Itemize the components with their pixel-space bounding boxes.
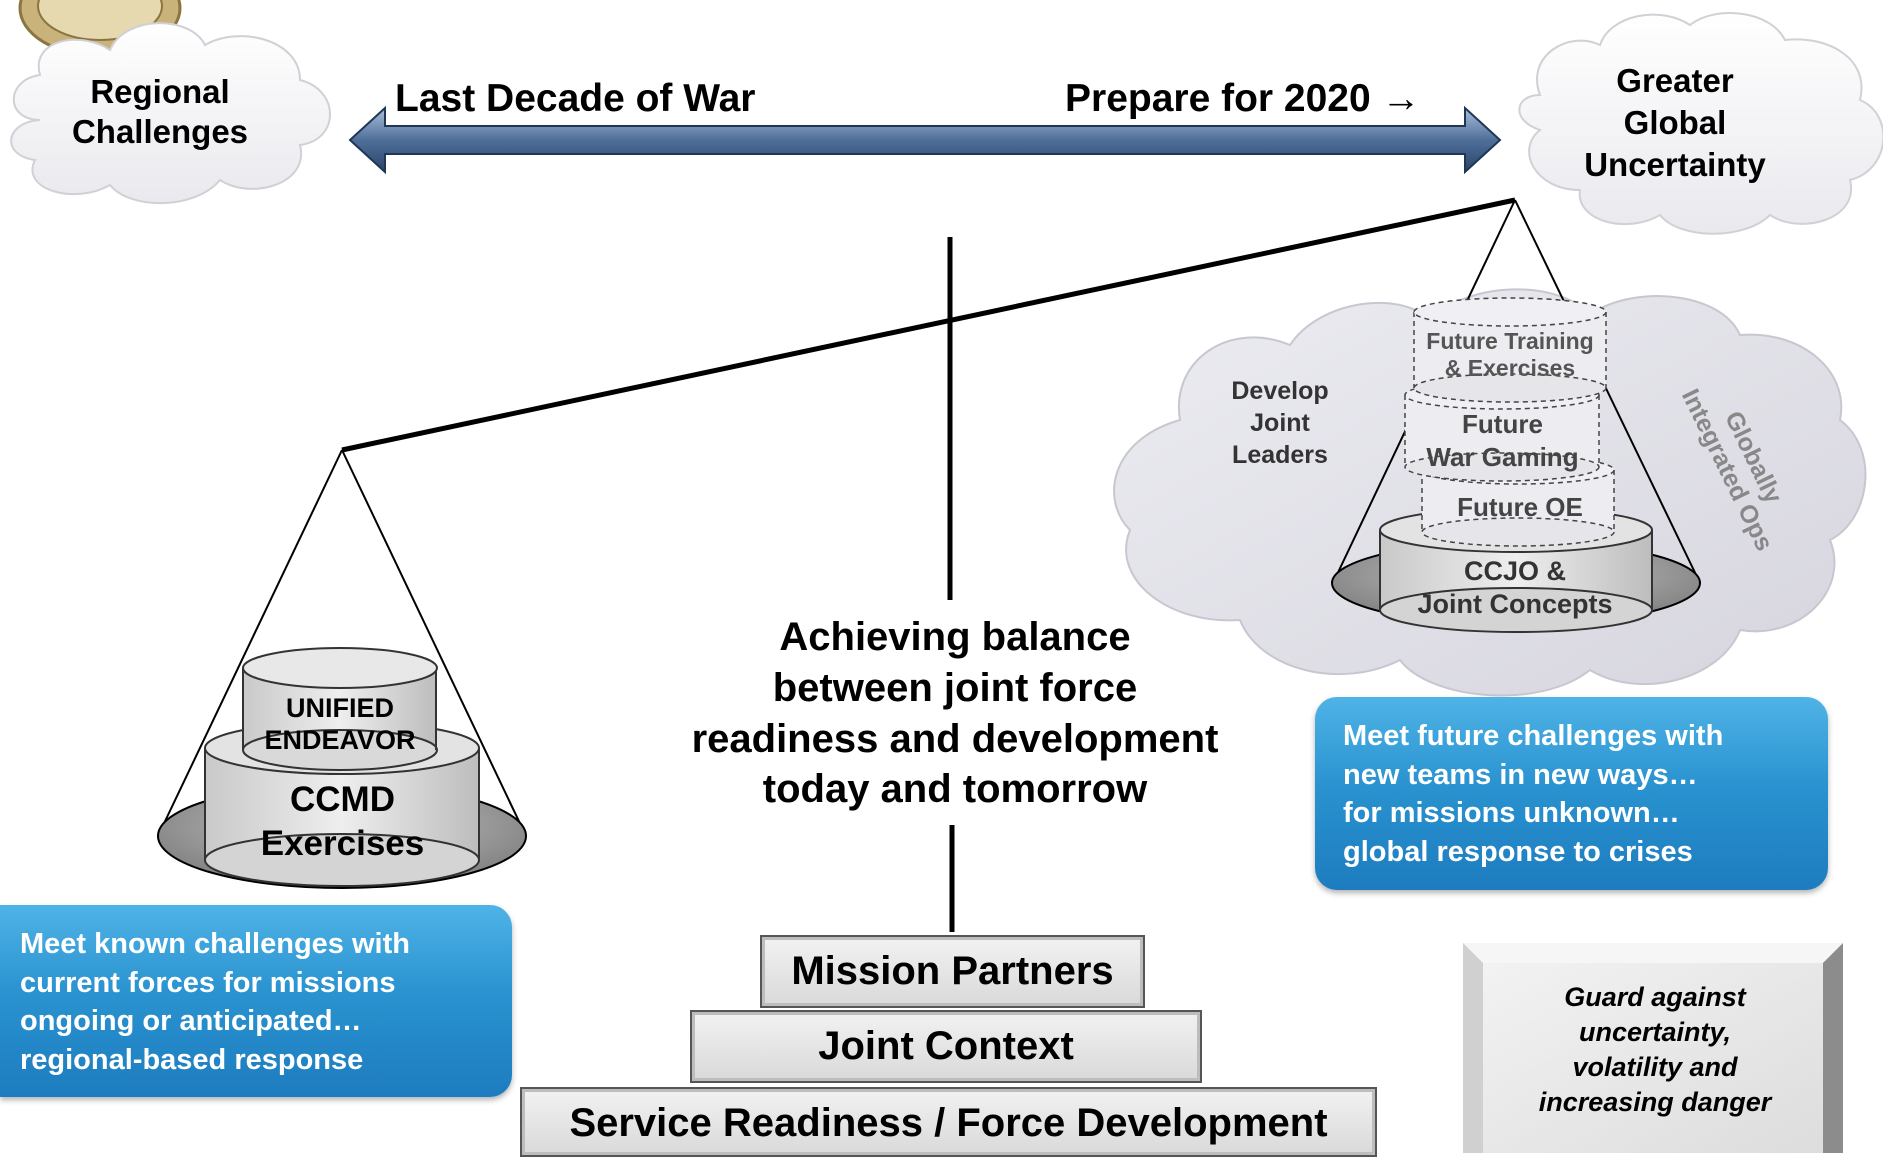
guard-box-frame	[1463, 943, 1843, 1153]
ccmd-exercises-label: CCMD Exercises	[260, 780, 425, 863]
joint-context-step: Joint Context	[690, 1010, 1202, 1083]
unified-endeavor-label: UNIFIED ENDEAVOR	[264, 693, 416, 756]
balance-statement: Achieving balance between joint force re…	[691, 615, 1219, 812]
future-challenges-callout: Meet future challenges with new teams in…	[1315, 697, 1828, 890]
guard-statement: Guard against uncertainty, volatility an…	[1538, 982, 1772, 1118]
global-uncertainty-cloud	[1518, 12, 1883, 235]
service-readiness-step: Service Readiness / Force Development	[520, 1087, 1377, 1157]
arrow-right-label: Prepare for 2020 →	[1065, 77, 1421, 120]
develop-joint-leaders-label: Develop Joint Leaders	[1231, 377, 1329, 469]
future-oe-label: Future OE	[1457, 492, 1583, 522]
timeline-arrow	[348, 105, 1502, 175]
arrow-left-label: Last Decade of War	[395, 77, 756, 120]
unified-endeavor-cylinder	[242, 647, 438, 771]
right-cloud-label: Greater Global Uncertainty	[1584, 62, 1766, 184]
future-war-gaming-label: Future War Gaming	[1426, 409, 1579, 472]
left-cloud-label: Regional Challenges	[71, 73, 249, 150]
future-training-label: Future Training & Exercises	[1426, 328, 1594, 382]
mission-partners-step: Mission Partners	[760, 935, 1145, 1008]
left-pan-strings	[157, 449, 527, 837]
known-challenges-callout: Meet known challenges with current force…	[0, 905, 512, 1097]
balance-beam	[341, 197, 1516, 453]
regional-challenges-cloud	[10, 22, 331, 205]
future-training-cylinder	[1413, 297, 1607, 403]
ccjo-label: CCJO & Joint Concepts	[1417, 556, 1613, 619]
